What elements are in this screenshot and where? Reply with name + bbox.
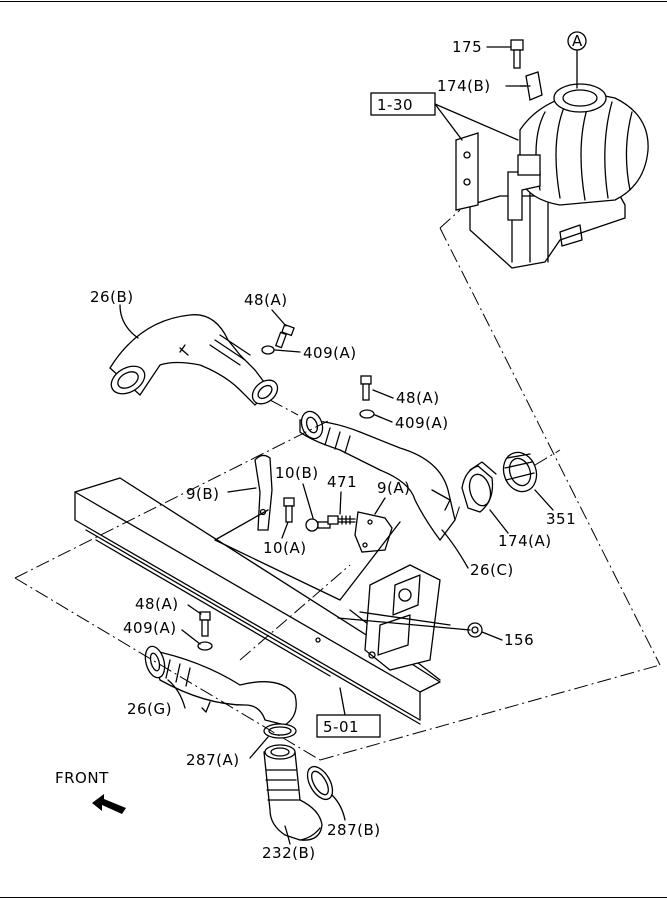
label-26b: 26(B) [90, 288, 134, 306]
label-409a-1: 409(A) [303, 344, 357, 362]
label-48a-2: 48(A) [396, 389, 440, 407]
label-174a: 174(A) [498, 532, 552, 550]
label-9b: 9(B) [186, 485, 220, 503]
ref-box-5-01 [316, 714, 381, 738]
hose-26c [299, 410, 456, 542]
clamp-287a [263, 723, 297, 739]
clamp-351 [502, 451, 538, 493]
label-26g: 26(G) [127, 700, 172, 718]
label-10a: 10(A) [263, 539, 307, 557]
label-26c: 26(C) [470, 561, 514, 579]
label-ref-5-01: 5-01 [323, 718, 359, 736]
label-471: 471 [327, 473, 357, 491]
label-ref-1-30: 1-30 [377, 96, 413, 114]
label-174b: 174(B) [437, 77, 491, 95]
label-409a-3: 409(A) [123, 619, 177, 637]
hose-26b [109, 314, 279, 406]
label-287b: 287(B) [327, 821, 381, 839]
label-48a-1: 48(A) [244, 291, 288, 309]
label-156: 156 [504, 631, 534, 649]
label-175: 175 [452, 38, 482, 56]
bolt-10a [283, 497, 295, 523]
washer-409a-2 [359, 409, 375, 419]
front-arrow-icon [92, 794, 126, 814]
label-232b: 232(B) [262, 844, 316, 862]
front-label: FRONT [55, 769, 109, 787]
chassis-frame [74, 477, 441, 725]
label-9a: 9(A) [377, 479, 411, 497]
assembly-lines [14, 209, 661, 761]
clamp-287b [306, 765, 334, 801]
label-circle-a: A [572, 32, 583, 50]
nut-156 [467, 622, 483, 638]
bracket-9b [254, 454, 273, 531]
label-409a-2: 409(A) [395, 414, 449, 432]
bolt-471 [327, 515, 356, 525]
label-10b: 10(B) [275, 464, 319, 482]
air-cleaner-assembly [455, 39, 649, 269]
hose-232b [263, 744, 323, 841]
bolt-48a-1 [274, 323, 295, 349]
label-287a: 287(A) [186, 751, 240, 769]
washer-409a-1 [261, 345, 275, 355]
bracket-9a [354, 511, 393, 553]
bolt-10b [305, 518, 331, 532]
sensor-174a [461, 461, 497, 513]
label-48a-3: 48(A) [135, 595, 179, 613]
bolt-48a-2 [360, 375, 372, 401]
washer-409a-3 [197, 641, 213, 651]
label-351: 351 [546, 510, 576, 528]
bolt-48a-3 [199, 611, 211, 637]
